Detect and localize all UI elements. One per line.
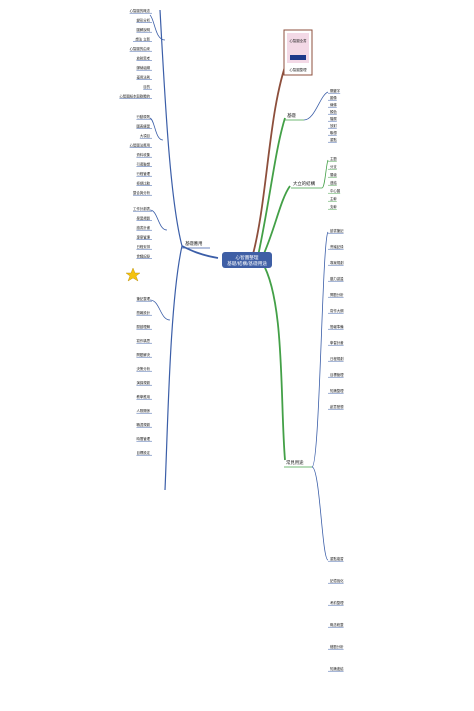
left-top-item[interactable]: 放射思考	[136, 56, 150, 61]
right-basics-item[interactable]: 聯想	[330, 130, 337, 135]
left-mid-item[interactable]: 心智圖法應用	[130, 143, 150, 148]
right-usage-item[interactable]: 寫作大綱	[330, 308, 344, 313]
left-bottom-item[interactable]: 決策分析	[136, 366, 150, 371]
right-basics-item[interactable]: 階層	[330, 116, 337, 121]
left-bottom-item[interactable]: 教學應用	[136, 394, 150, 399]
right-structure-item[interactable]: 層級	[330, 172, 337, 177]
right-review-item[interactable]: 知識連結	[330, 666, 344, 671]
star-icon	[125, 267, 141, 282]
right-usage-item[interactable]: 創意發想	[330, 404, 344, 409]
right-usage-item[interactable]: 知識整理	[330, 388, 344, 393]
left-top-item[interactable]: 變形分析	[136, 18, 150, 23]
left-top-item[interactable]: 運用法則	[136, 75, 150, 80]
left-bottom-item[interactable]: 問題解決	[136, 352, 150, 357]
right-basics-item[interactable]: 圖像	[330, 95, 337, 100]
right-usage-item[interactable]: 專案規劃	[330, 260, 344, 265]
left-bottom-item[interactable]: 簡報設計	[136, 310, 150, 315]
connector-line	[149, 299, 171, 321]
right-usage-item[interactable]: 日程規劃	[330, 356, 344, 361]
left-task-item[interactable]: 日程安排	[136, 244, 150, 249]
left-mid-item[interactable]: 大項目	[140, 133, 150, 138]
trunk-lines	[181, 57, 291, 461]
right-usage-item[interactable]: 腦力激盪	[330, 276, 344, 281]
left-task-item[interactable]: 會議記錄	[136, 254, 150, 259]
connector-line	[149, 14, 166, 41]
left-top-item[interactable]: 目的	[143, 84, 150, 89]
connector-line	[321, 159, 329, 189]
right-basics-item[interactable]: 顏色	[330, 109, 337, 114]
right-structure-item[interactable]: 主幹	[330, 196, 337, 201]
right-usage-item[interactable]: 問題分析	[330, 292, 344, 297]
left-bottom-item[interactable]: 演講規劃	[136, 380, 150, 385]
left-bottom-item[interactable]: 時間管理	[136, 436, 150, 441]
left-top-item[interactable]: 心智圖的由來	[130, 46, 151, 51]
book-image: 心智圖全書 心智圖整理	[283, 29, 313, 76]
center-subtitle: 基礎/結構/基礎用途	[227, 260, 267, 267]
left-mid-item[interactable]: 行動原則	[136, 114, 150, 119]
left-top-item[interactable]: 圖解說明	[136, 27, 150, 32]
trunk-app	[181, 245, 219, 259]
right-usage-item[interactable]: 簡報準備	[330, 324, 344, 329]
left-mid-item[interactable]: 圖表練習	[136, 124, 150, 129]
branch-structure[interactable]: 大立的結構	[293, 180, 316, 187]
left-bottom-item[interactable]: 閱讀理解	[136, 324, 150, 329]
left-mid-item[interactable]: 資料收集	[136, 152, 150, 157]
right-review-item[interactable]: 考前整理	[330, 600, 344, 605]
left-spine	[159, 9, 183, 491]
left-task-item[interactable]: 工作計劃表	[133, 206, 151, 211]
branch-app[interactable]: 基礎應用	[185, 240, 203, 247]
left-top-item[interactable]: 心智圖紙本與軟體的	[119, 94, 150, 99]
left-top-item[interactable]: 歸納組織	[136, 65, 150, 70]
right-review-item[interactable]: 概念統整	[330, 622, 344, 627]
right-structure-item[interactable]: 中心圖	[330, 188, 341, 193]
left-mid-item[interactable]: 整合與分析	[133, 190, 151, 195]
left-mid-item[interactable]: 行程管理	[136, 171, 150, 176]
book-title: 心智圖全書	[290, 38, 308, 43]
branch-usage[interactable]: 常見用途	[286, 459, 304, 466]
right-usage-item[interactable]: 學習計畫	[330, 340, 344, 345]
right-basics-item[interactable]: 放射	[330, 123, 337, 128]
trunk-book	[251, 57, 289, 259]
left-task-item[interactable]: 讀書計畫	[136, 225, 150, 230]
left-mid-item[interactable]: 引導聯想	[136, 162, 150, 167]
left-top-item[interactable]: 心智圖的概念	[130, 8, 151, 13]
right-usage-item[interactable]: 目標管理	[330, 372, 344, 377]
center-node[interactable]: 心智圖整理 基礎/結構/基礎用途	[222, 252, 272, 268]
left-bottom-item[interactable]: 筆記整理	[136, 296, 150, 301]
trunk-structure	[261, 185, 291, 259]
branch-basics[interactable]: 基礎	[287, 112, 296, 119]
right-review-item[interactable]: 錯題分析	[330, 644, 344, 649]
left-bottom-item[interactable]: 人際關係	[136, 408, 150, 413]
book-caption: 心智圖整理	[290, 67, 308, 72]
trunk-basics	[257, 117, 286, 257]
right-review-item[interactable]: 記憶強化	[330, 578, 344, 583]
left-task-item[interactable]: 學習規劃	[136, 216, 150, 221]
right-usage-item[interactable]: 會議記錄	[330, 244, 344, 249]
right-basics-item[interactable]: 關鍵字	[330, 88, 341, 93]
left-top-item[interactable]: 想法 立新	[135, 37, 150, 42]
right-structure-item[interactable]: 分支	[330, 164, 337, 169]
connector-line	[149, 117, 164, 141]
right-structure-item[interactable]: 連結	[330, 180, 337, 185]
connector-line	[303, 91, 329, 121]
left-bottom-item[interactable]: 職涯規劃	[136, 422, 150, 427]
left-bottom-item[interactable]: 寫作構思	[136, 338, 150, 343]
right-basics-item[interactable]: 重點	[330, 137, 337, 142]
right-structure-item[interactable]: 支幹	[330, 204, 337, 209]
right-basics-item[interactable]: 線條	[330, 102, 337, 107]
connector-line	[149, 209, 168, 231]
trunk-usage	[261, 261, 286, 461]
connector-line	[311, 466, 329, 561]
right-review-item[interactable]: 重點複習	[330, 556, 344, 561]
left-task-item[interactable]: 專案管理	[136, 235, 150, 240]
right-usage-item[interactable]: 讀書筆記	[330, 228, 344, 233]
left-mid-item[interactable]: 拒絕比較	[136, 181, 150, 186]
right-structure-item[interactable]: 主題	[330, 156, 337, 161]
connector-line	[311, 231, 329, 468]
center-title: 心智圖整理	[236, 254, 259, 261]
left-bottom-item[interactable]: 目標設定	[136, 450, 150, 455]
